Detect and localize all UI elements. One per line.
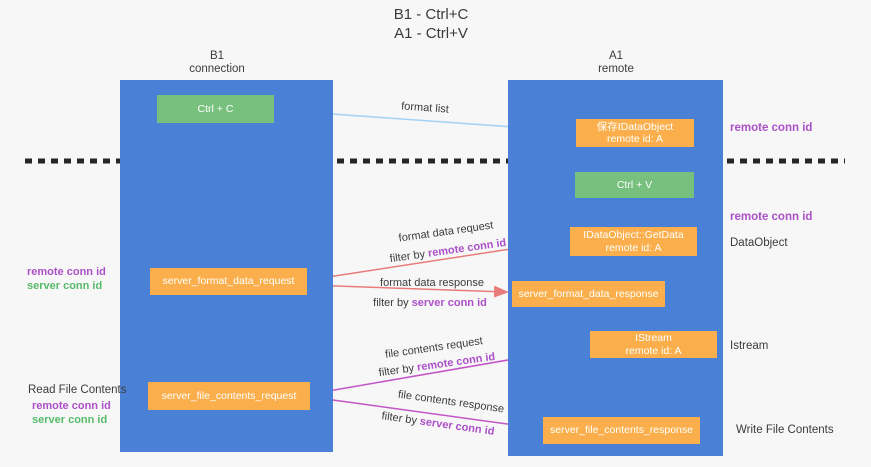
conn-id-legend-bottom: remote conn id server conn id (32, 400, 111, 427)
column-a1-name: A1 (608, 50, 624, 62)
getdata-line2: remote id: A (605, 241, 662, 254)
server-format-data-response-node: server_format_data_response (512, 281, 665, 307)
istream-line2: remote id: A (625, 344, 682, 357)
column-header-b1: B1 connection (189, 50, 245, 76)
istream-line1: IStream (635, 332, 672, 344)
column-b1-subtitle: connection (189, 63, 245, 75)
getdata-line1: IDataObject::GetData (583, 229, 684, 241)
ctrl-c-node: Ctrl + C (157, 95, 274, 123)
server-file-contents-request-label: server_file_contents_request (161, 389, 297, 402)
server-conn-id-left-1: server conn id (27, 279, 103, 292)
save-dataobject-node: 保存IDataObject remote id: A (576, 119, 694, 147)
file-contents-response-arrow (310, 396, 539, 433)
server-format-data-request-label: server_format_data_request (162, 275, 295, 288)
filter-by-server-conn-id-label-1: filter by server conn id (373, 297, 487, 309)
server-conn-id-left-2: server conn id (32, 413, 108, 426)
istream-node: IStream remote id: A (590, 331, 717, 358)
server-format-data-response-label: server_format_data_response (518, 287, 659, 300)
server-conn-id-text: server conn id (411, 297, 487, 309)
getdata-node: IDataObject::GetData remote id: A (570, 227, 697, 256)
save-dataobject-line2: remote id: A (606, 133, 664, 145)
dataobject-side-label: DataObject (730, 237, 788, 249)
title-line-2: A1 - Ctrl+V (394, 25, 468, 42)
format-data-response-label: format data response (380, 277, 484, 289)
format-data-response-arrow (307, 284, 509, 298)
column-b1-name: B1 (209, 50, 225, 62)
diagram-title: B1 - Ctrl+C A1 - Ctrl+V (394, 5, 469, 43)
server-format-data-request-node: server_format_data_request (150, 268, 307, 295)
remote-conn-id-left-1: remote conn id (27, 266, 106, 278)
conn-id-legend-top: remote conn id server conn id (27, 266, 106, 293)
title-line-1: B1 - Ctrl+C (393, 6, 469, 23)
istream-side-label: Istream (730, 340, 769, 352)
remote-conn-id-right-2: remote conn id (730, 211, 813, 223)
column-a1-subtitle: remote (598, 63, 634, 75)
column-header-a1: A1 remote (598, 50, 634, 76)
server-file-contents-response-node: server_file_contents_response (543, 417, 700, 444)
server-file-contents-request-node: server_file_contents_request (148, 382, 310, 410)
ctrl-v-label: Ctrl + V (616, 178, 653, 191)
remote-conn-id-left-2: remote conn id (32, 400, 111, 412)
filter-by-text: filter by (373, 297, 412, 309)
write-file-contents-label: Write File Contents (736, 424, 834, 436)
save-dataobject-line1: 保存IDataObject (596, 120, 674, 133)
server-file-contents-response-label: server_file_contents_response (549, 424, 693, 437)
ctrl-c-label: Ctrl + C (197, 102, 234, 115)
read-file-contents-label: Read File Contents (28, 384, 127, 396)
ctrl-v-node: Ctrl + V (575, 172, 694, 198)
remote-conn-id-right-1: remote conn id (730, 122, 813, 134)
